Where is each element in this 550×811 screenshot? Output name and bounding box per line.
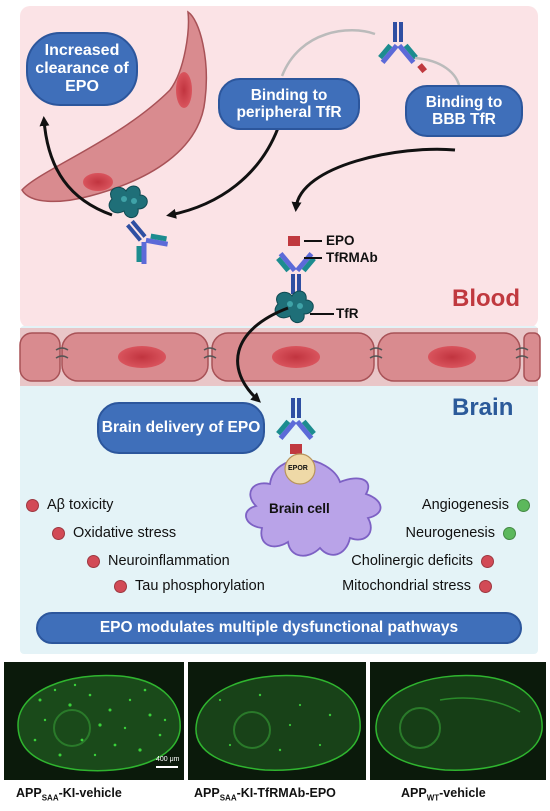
arrow-to-peripheral: [166, 127, 280, 219]
green-dot-icon: [503, 526, 516, 540]
brain-cell: [245, 453, 382, 557]
brain-label: Brain: [452, 394, 514, 421]
pathway-left-2: Oxidative stress: [52, 525, 176, 541]
red-dot-icon: [26, 498, 39, 512]
peripheral-bubble: Binding to peripheral TfR: [218, 78, 360, 130]
pathway-right-2: Neurogenesis: [406, 525, 516, 541]
micrograph-1: [4, 662, 184, 780]
pathway-right-4: Mitochondrial stress: [342, 578, 492, 594]
blood-region: [20, 6, 538, 328]
caption-3: APPWT-vehicle: [401, 786, 486, 803]
pathway-right-3: Cholinergic deficits: [351, 553, 494, 569]
antibody-top: [376, 22, 428, 74]
bbb-bubble: Binding to BBB TfR: [405, 85, 523, 137]
tfrmab-label: TfRMAb: [326, 250, 378, 265]
arrow-to-bbb: [291, 147, 456, 212]
red-dot-icon: [87, 554, 100, 568]
summary-bubble: EPO modulates multiple dysfunctional pat…: [36, 612, 522, 644]
red-dot-icon: [52, 526, 65, 540]
green-dot-icon: [517, 498, 530, 512]
caption-2: APPSAA-KI-TfRMAb-EPO: [194, 786, 336, 803]
arrow-top-curve: [280, 29, 376, 77]
epo-on-receptor: [290, 444, 302, 454]
vessel-cell: [21, 10, 208, 203]
micrograph-3: [370, 662, 546, 780]
red-dot-icon: [114, 579, 127, 593]
pathway-left-4: Tau phosphorylation: [114, 578, 265, 594]
brain-cell-label: Brain cell: [269, 501, 330, 516]
epor-label: EPOR: [288, 465, 308, 472]
pathway-right-1: Angiogenesis: [422, 497, 530, 513]
tfr-label: TfR: [336, 306, 359, 321]
delivery-bubble: Brain delivery of EPO: [97, 402, 265, 454]
micrograph-2: [188, 662, 366, 780]
epo-label: EPO: [326, 233, 355, 248]
red-dot-icon: [479, 579, 492, 593]
clearance-bubble: Increased clearance of EPO: [26, 32, 138, 106]
caption-1: APPSAA-KI-vehicle: [16, 786, 122, 803]
blood-label: Blood: [452, 285, 520, 312]
arrow-to-clearance: [39, 116, 113, 217]
arrow-to-brain: [236, 306, 289, 403]
red-dot-icon: [481, 554, 494, 568]
epo-molecule: [288, 236, 300, 246]
pathway-left-1: Aβ toxicity: [26, 497, 113, 513]
pathway-left-3: Neuroinflammation: [87, 553, 230, 569]
endothelial-layer: [19, 328, 541, 386]
scale-bar-label: 400 μm: [156, 756, 180, 763]
